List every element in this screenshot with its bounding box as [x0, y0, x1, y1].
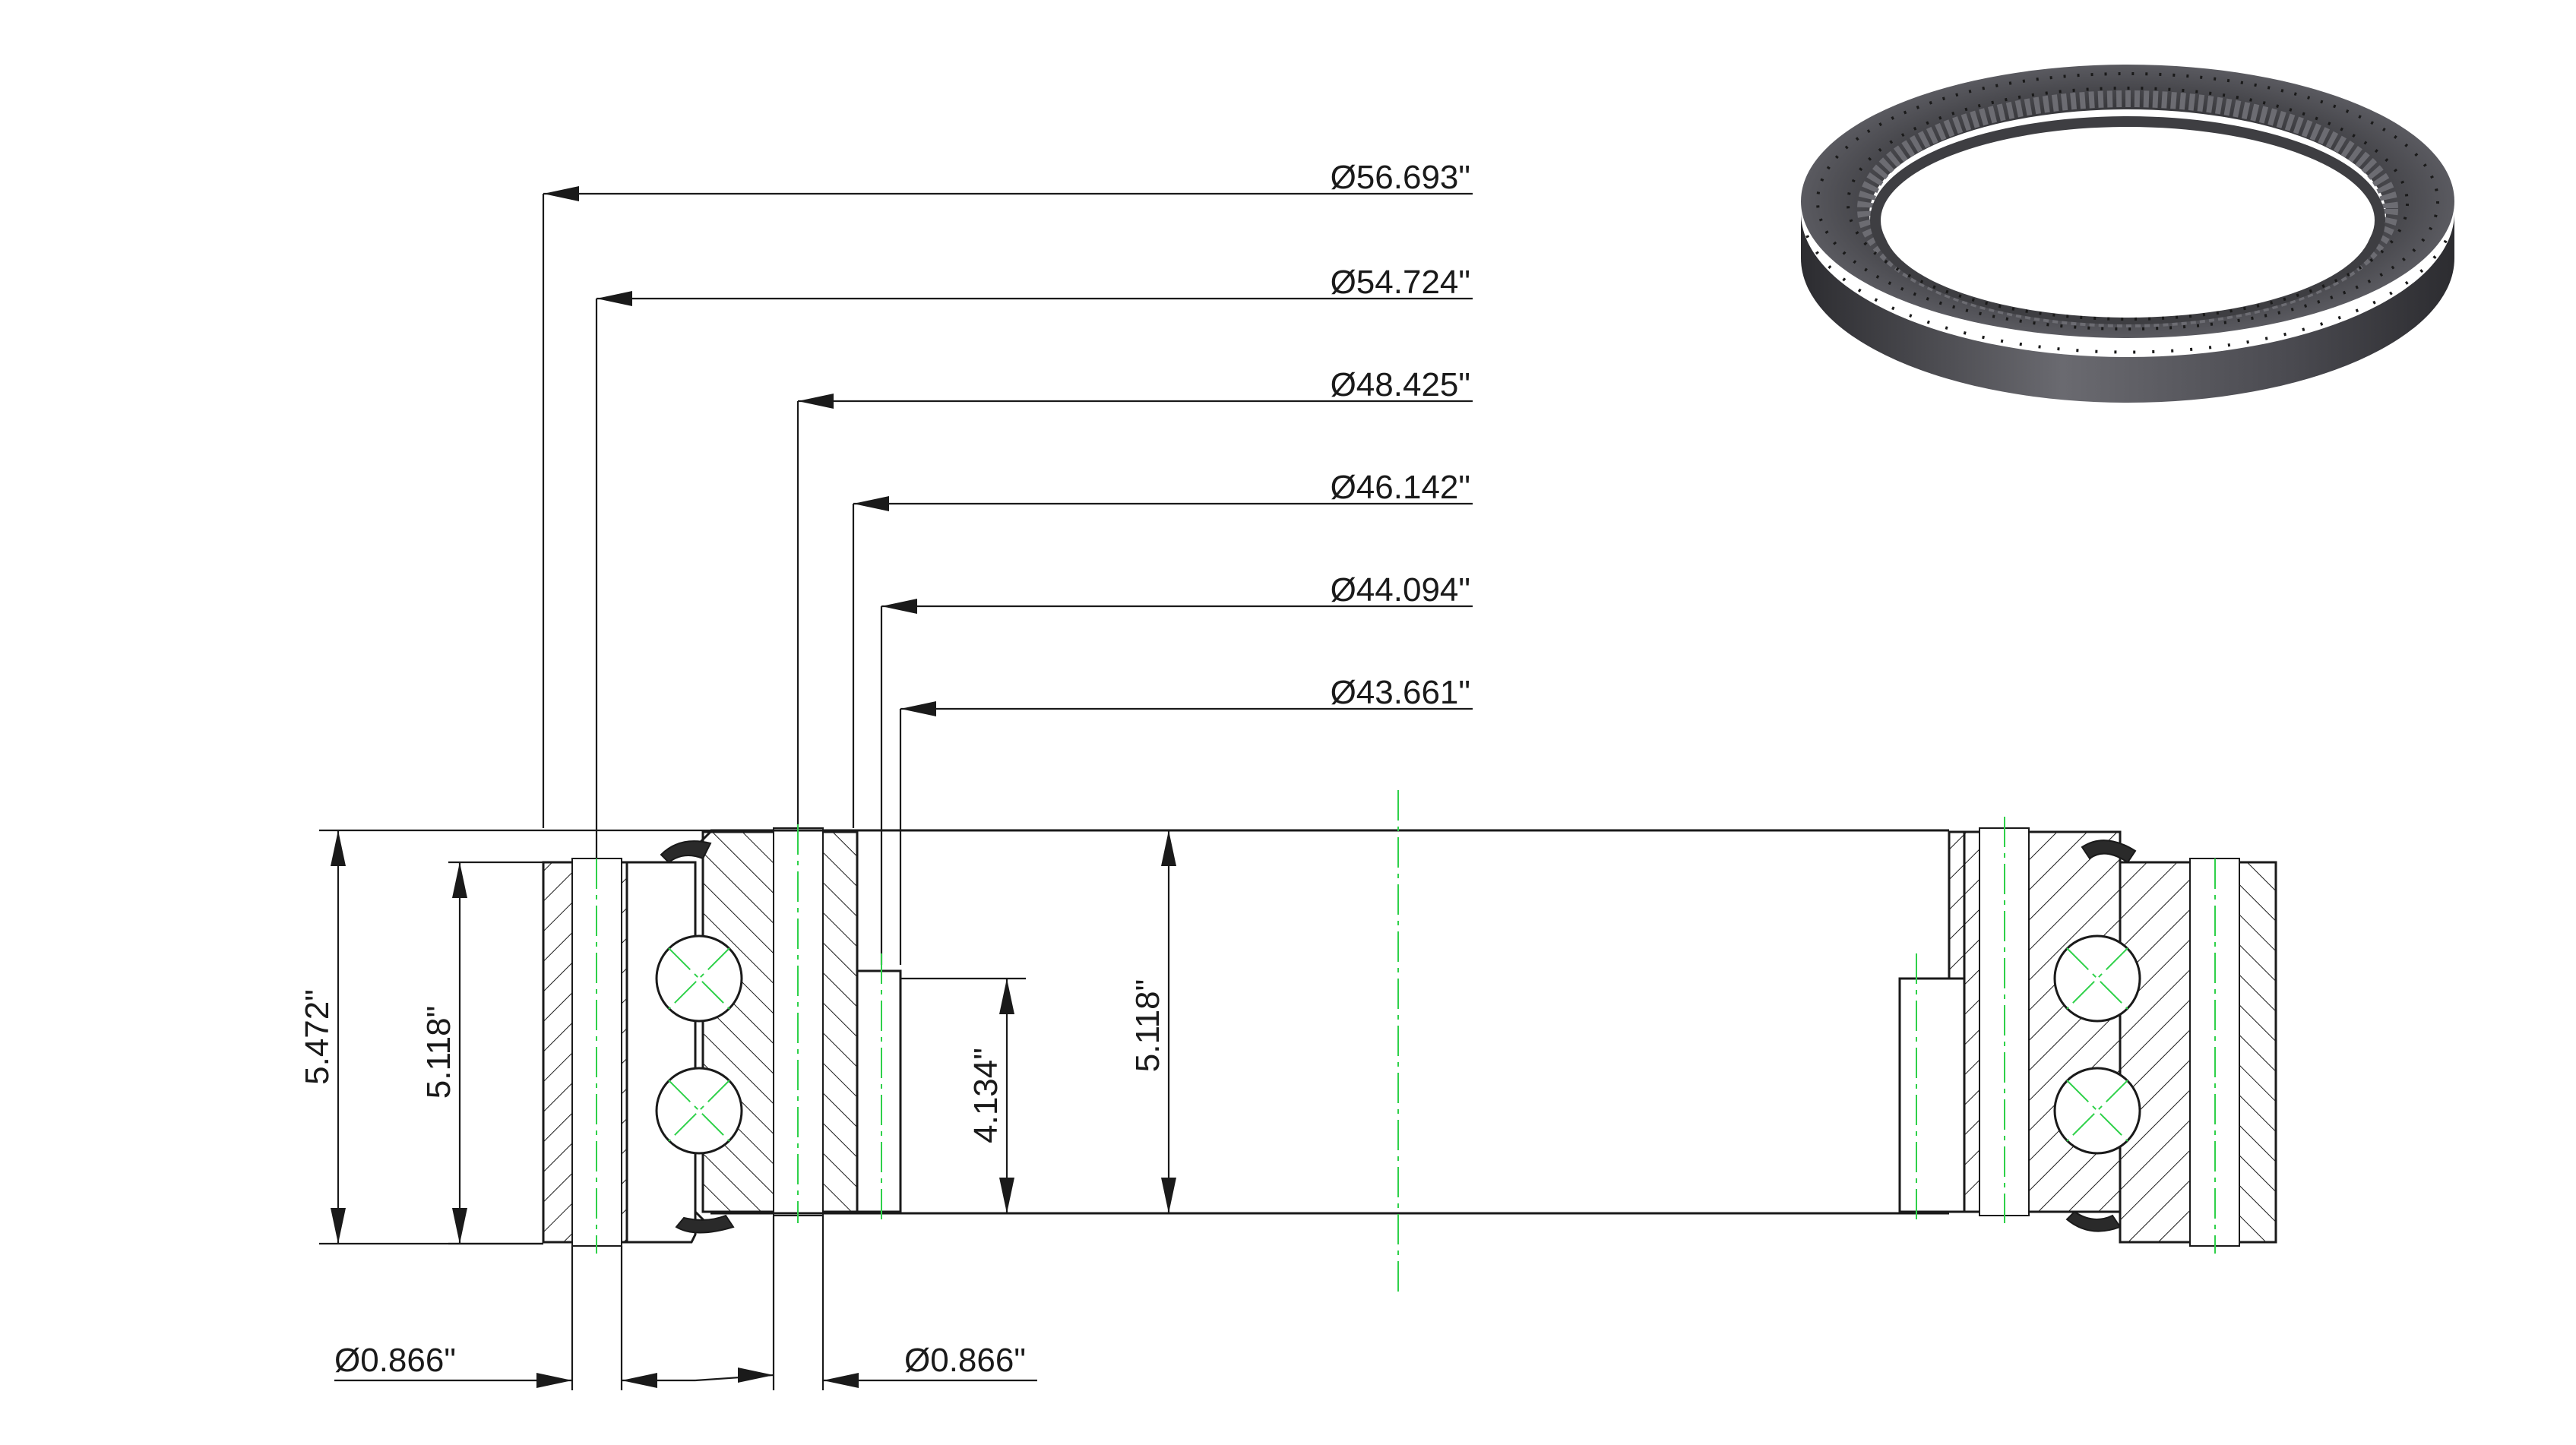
- height-dimensions: [331, 830, 1176, 1244]
- dim-outer-ring-height: 5.118": [420, 1006, 457, 1099]
- hole-labels: Ø0.866" Ø0.866": [334, 1342, 1026, 1379]
- section-outline: [319, 790, 2216, 1292]
- slewing-ring-3d-render: [1801, 65, 2454, 403]
- dim-inner-hole: Ø0.866": [904, 1342, 1026, 1379]
- diameter-leaders: [542, 186, 1473, 965]
- dim-gear-face-height: 4.134": [967, 1048, 1005, 1143]
- dim-outer-bolt-circle: Ø54.724": [1331, 264, 1470, 301]
- dim-overall-height: 5.472": [299, 989, 336, 1085]
- dim-inner-ring-height: 5.118": [1129, 979, 1166, 1072]
- cross-section-left: [542, 827, 902, 1247]
- dim-outer-ring-inner: Ø48.425": [1331, 366, 1470, 403]
- height-labels: 5.472" 5.118" 4.134" 5.118": [299, 979, 1166, 1143]
- dim-gear-tip: Ø44.094": [1331, 571, 1470, 609]
- dim-outer-hole: Ø0.866": [334, 1342, 456, 1379]
- dim-inner-bolt-circle: Ø46.142": [1331, 469, 1470, 506]
- cross-section-right: [1898, 827, 2277, 1247]
- dim-gear-bore: Ø43.661": [1331, 674, 1470, 711]
- hole-dimensions: [334, 1216, 1037, 1390]
- dim-outer-diameter: Ø56.693": [1331, 159, 1470, 196]
- diameter-labels: Ø56.693" Ø54.724" Ø48.425" Ø46.142" Ø44.…: [1331, 159, 1470, 711]
